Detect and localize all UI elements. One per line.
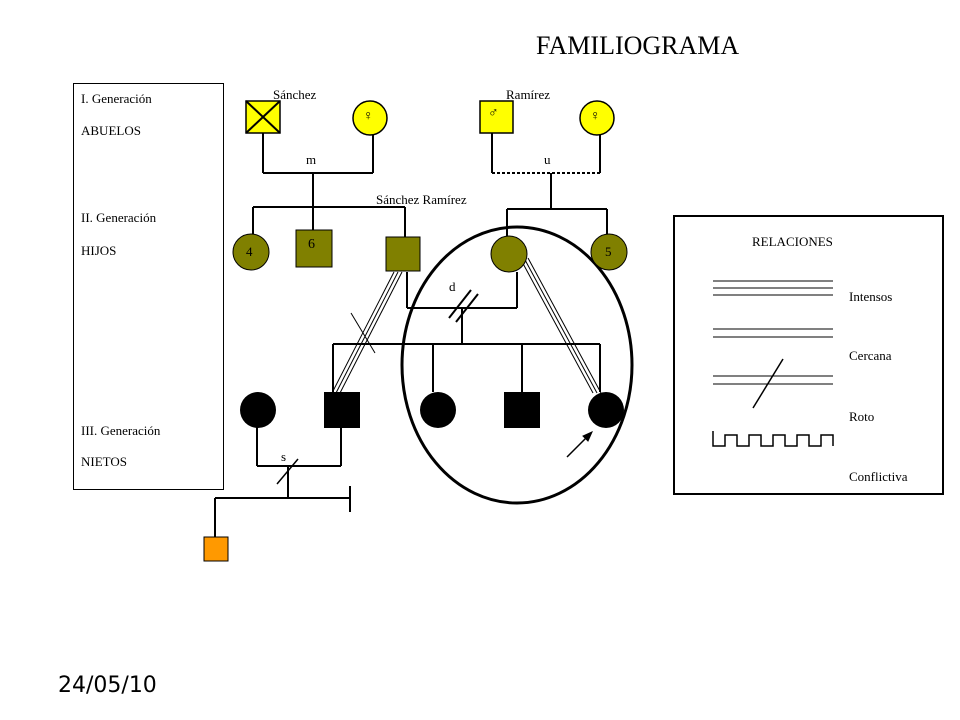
page-title: FAMILIOGRAMA — [536, 31, 740, 60]
great-grandchild-male — [203, 536, 229, 562]
legend-item-cercana: Cercana — [849, 348, 892, 363]
child-female-right — [590, 233, 628, 271]
child-right-number: 5 — [605, 244, 612, 259]
legend-line-samples — [712, 280, 834, 447]
union-mark-left: m — [306, 152, 317, 167]
grandfather-ramirez — [479, 100, 514, 134]
grandmother-ramirez — [579, 100, 615, 136]
children-surname: Sánchez Ramírez — [376, 192, 467, 207]
grandchild-male-1 — [324, 392, 360, 428]
legend-title: RELACIONES — [752, 234, 833, 249]
slide-date: 24/05/10 — [58, 673, 157, 698]
grandchild-female-1 — [240, 392, 276, 428]
grandchild-female-2 — [420, 392, 456, 428]
divorce-mark: d — [449, 279, 456, 294]
child-female-left — [232, 233, 270, 271]
child-square-number: 6 — [308, 237, 315, 252]
legend-item-roto: Roto — [849, 409, 875, 424]
child-male-married — [385, 236, 421, 272]
gen2-label: II. Generación — [81, 210, 157, 225]
grandchild-male-2 — [504, 392, 540, 428]
surname-right: Ramírez — [506, 87, 551, 102]
male-symbol-ramirez: ♂ — [488, 106, 499, 121]
legend-item-conflictiva: Conflictiva — [849, 469, 908, 484]
child-female-married — [490, 235, 528, 273]
grandchild-female-3 — [588, 392, 624, 428]
child-male-square-6 — [295, 229, 333, 268]
female-symbol-ramirez: ♀ — [590, 109, 601, 124]
gen2-name: HIJOS — [81, 243, 117, 258]
grandfather-sanchez-deceased — [245, 100, 281, 134]
gen3-label: III. Generación — [81, 423, 161, 438]
legend-item-intensos: Intensos — [849, 289, 893, 304]
gen1-label: I. Generación — [81, 91, 152, 106]
child-left-number: 4 — [246, 244, 253, 259]
grandmother-sanchez — [352, 100, 388, 136]
surname-left: Sánchez — [273, 87, 317, 102]
gen1-name: ABUELOS — [81, 123, 141, 138]
union-mark-right: u — [544, 152, 551, 167]
generations-panel: I. Generación ABUELOS II. Generación HIJ… — [73, 83, 224, 490]
gen3-name: NIETOS — [81, 454, 127, 469]
grandchild-union-mark: s — [281, 449, 287, 464]
female-symbol-sanchez: ♀ — [363, 109, 374, 124]
relations-legend: RELACIONES Intensos Cercana Roto Conflic… — [673, 215, 944, 495]
